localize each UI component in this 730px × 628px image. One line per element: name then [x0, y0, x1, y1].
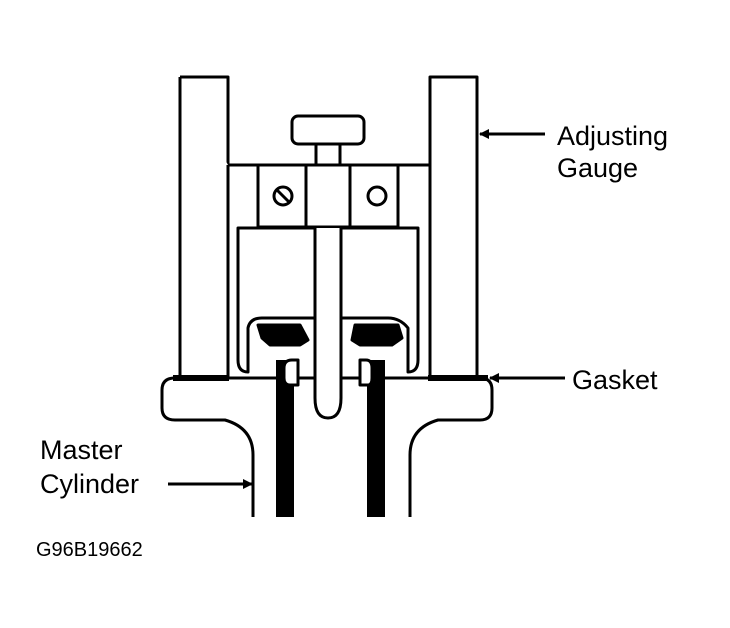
- master-cylinder-label-line1: Master: [40, 435, 123, 465]
- gasket: [173, 323, 488, 387]
- adjusting-gauge-label-line2: Gauge: [557, 153, 638, 183]
- adjusting-gauge-label-line1: Adjusting: [557, 121, 668, 151]
- master-cylinder-label-line2: Cylinder: [40, 469, 139, 499]
- figure-id: G96B19662: [36, 539, 143, 561]
- hole-icon: [366, 185, 388, 207]
- gasket-label: Gasket: [572, 365, 658, 395]
- gauge-base-block: [236, 226, 420, 420]
- pushrod: [313, 228, 343, 420]
- adjusting-knob: [290, 114, 366, 146]
- master-cylinder-body: [160, 360, 494, 517]
